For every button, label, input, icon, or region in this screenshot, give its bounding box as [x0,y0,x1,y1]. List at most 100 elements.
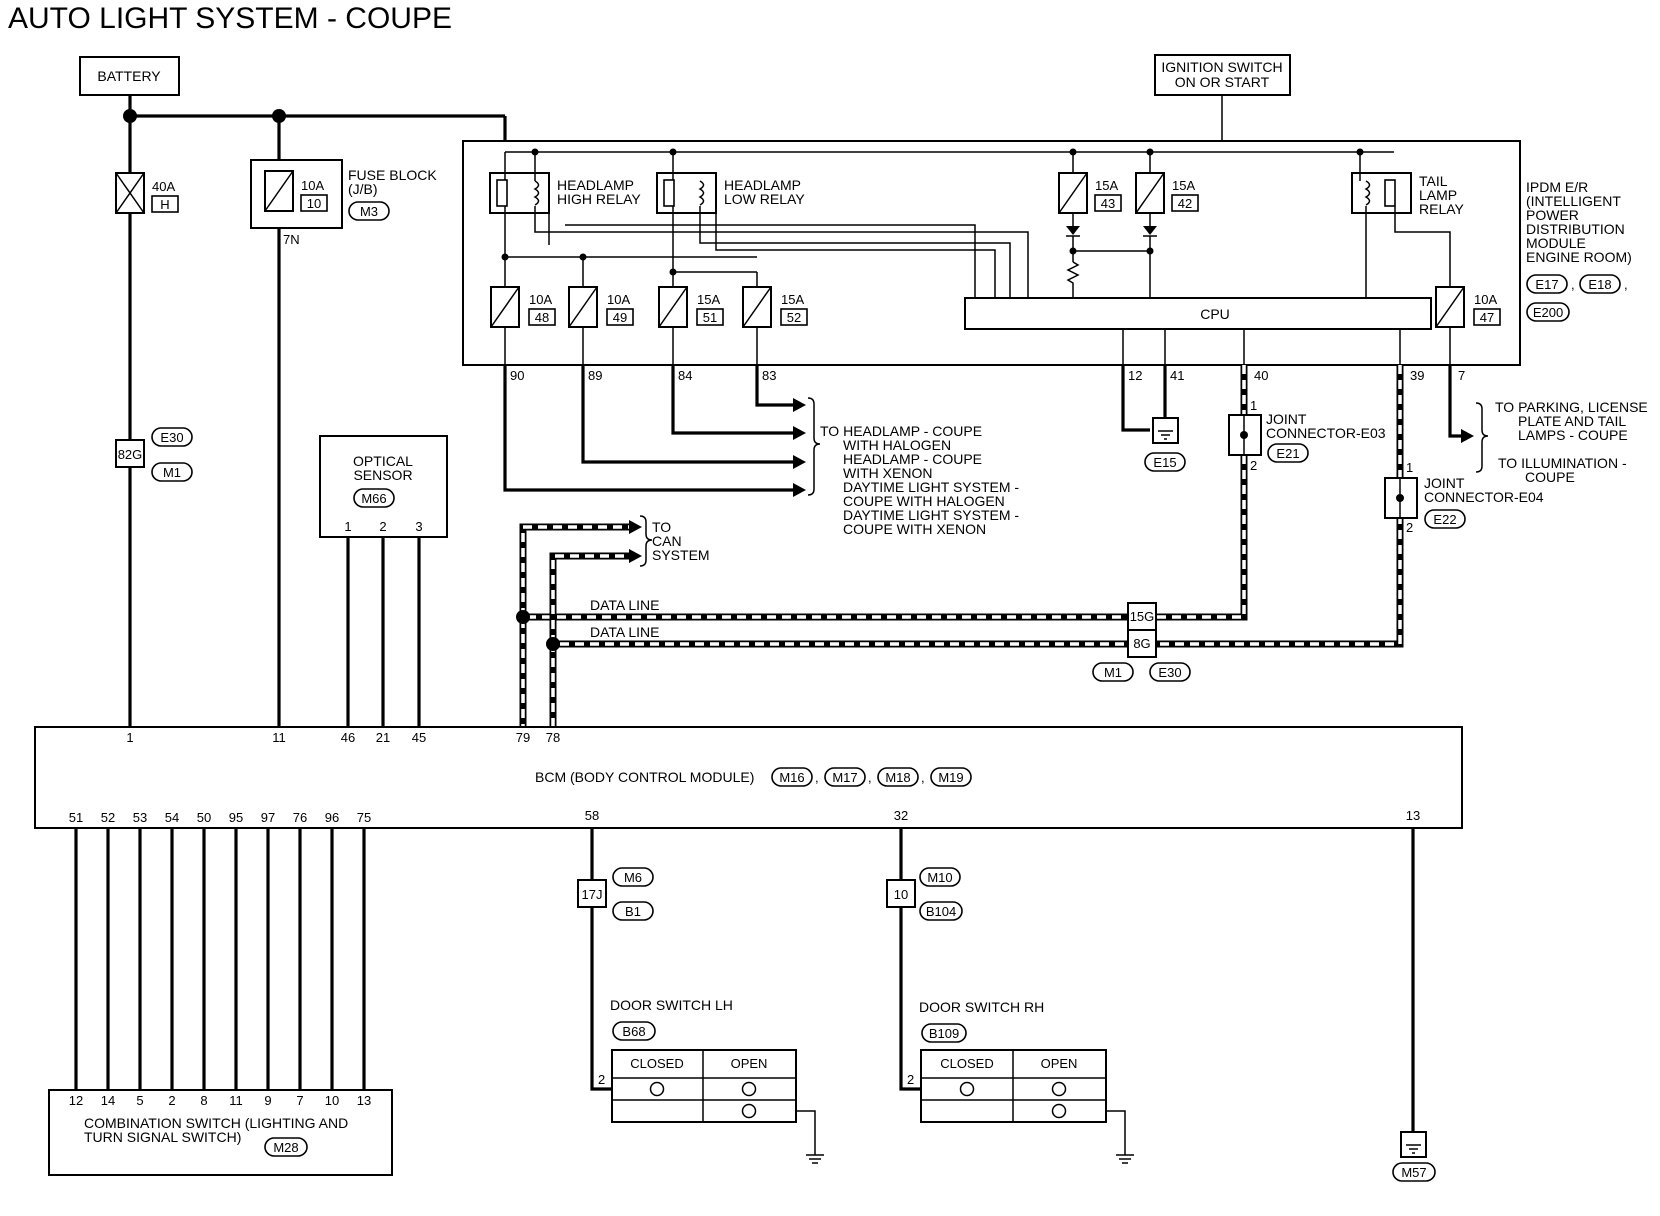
je04-conn: E22 [1433,512,1456,527]
je03-label-1: JOINT [1266,411,1307,427]
combo-pin-2: 2 [168,1093,175,1108]
combo-pin-10: 10 [325,1093,339,1108]
ipdm-pin-40: 40 [1254,368,1268,383]
data-line-label-1: DATA LINE [590,597,660,613]
bcm-pin-78: 78 [546,730,560,745]
optical-label-1: OPTICAL [353,453,413,469]
svg-text:,: , [815,770,819,785]
bcm-pin-51: 51 [69,810,83,825]
je03-pin-1: 1 [1250,398,1257,413]
jb-conn-m3: M3 [360,204,378,219]
fuse-48-id: 48 [535,310,549,325]
door-rh-conn: B109 [929,1026,959,1041]
fuse-42-id: 42 [1178,196,1192,211]
battery-label: BATTERY [97,68,161,84]
je04-label-2: CONNECTOR-E04 [1424,489,1544,505]
fuse-49-id: 49 [613,310,627,325]
bcm-module [34,726,1463,829]
diode-42 [1143,226,1157,235]
low-relay-label-1: HEADLAMP [724,177,801,193]
bcm-label: BCM (BODY CONTROL MODULE) [535,769,754,785]
bcm-pin-13: 13 [1406,808,1420,823]
optical-pin-3: 3 [415,519,422,534]
svg-text:,: , [1571,277,1575,292]
data-line-label-2: DATA LINE [590,624,660,640]
combo-conn-m28: M28 [273,1140,298,1155]
park-target-5: COUPE [1525,469,1575,485]
diode-43 [1066,226,1080,235]
je04-pin-2: 2 [1406,520,1413,535]
fuse-40a-id: H [160,197,169,212]
ipdm-conn-e18: E18 [1588,277,1611,292]
headlamp-high-relay [489,172,550,214]
door-lh-open: OPEN [731,1056,768,1071]
inline-connector-8g [1127,629,1157,658]
inline-82g-pin: 82G [118,447,143,462]
optical-label-2: SENSOR [353,467,412,483]
inline-lh-conn-m6: M6 [624,870,642,885]
low-relay-label-2: LOW RELAY [724,191,805,207]
inline-17j-pin: 17J [582,887,603,902]
combo-pin-14: 14 [101,1093,115,1108]
svg-text:,: , [1624,277,1628,292]
combo-pin-7: 7 [296,1093,303,1108]
bcm-pin-21: 21 [376,730,390,745]
fuse-51-id: 51 [703,310,717,325]
park-target-3: LAMPS - COUPE [1518,427,1628,443]
bcm-pin-97: 97 [261,810,275,825]
je03-conn: E21 [1276,446,1299,461]
resistor [1066,261,1080,298]
hl-target-1: TO HEADLAMP - COUPE [820,423,982,439]
je04-pin-1: 1 [1406,460,1413,475]
ipdm-pin-90: 90 [510,368,524,383]
hl-target-8: COUPE WITH XENON [843,521,986,537]
combo-pin-13: 13 [357,1093,371,1108]
door-rh-label: DOOR SWITCH RH [919,999,1044,1015]
ipdm-conn-e200: E200 [1533,305,1563,320]
fuse-49-rating: 10A [607,292,630,307]
ipdm-label-4: DISTRIBUTION [1526,221,1625,237]
bcm-pin-32: 32 [894,808,908,823]
hl-target-3: HEADLAMP - COUPE [843,451,982,467]
ipdm-conn-e17: E17 [1535,277,1558,292]
door-lh-pin: 2 [598,1072,605,1087]
fuse-43-rating: 15A [1095,178,1118,193]
door-rh-pin: 2 [907,1072,914,1087]
can-target-2: CAN [652,533,682,549]
park-target-4: TO ILLUMINATION - [1498,455,1627,471]
ipdm-label-5: MODULE [1526,235,1586,251]
bcm-pin-95: 95 [229,810,243,825]
door-switch-lh-table [611,1049,797,1123]
ipdm-pin-7: 7 [1458,368,1465,383]
inline-connector-10 [886,879,916,908]
bcm-pin-54: 54 [165,810,179,825]
ipdm-label-6: ENGINE ROOM) [1526,249,1632,265]
bcm-pin-1: 1 [126,730,133,745]
ipdm-pin-41: 41 [1170,368,1184,383]
park-target-1: TO PARKING, LICENSE [1495,399,1648,415]
fuse-51-rating: 15A [697,292,720,307]
ipdm-pin-39: 39 [1410,368,1424,383]
high-relay-label-2: HIGH RELAY [557,191,641,207]
inline-data-conn-m1: M1 [1104,665,1122,680]
ipdm-pin-84: 84 [678,368,692,383]
fuse-52-id: 52 [787,310,801,325]
can-target-3: SYSTEM [652,547,710,563]
bcm-conn-m16: M16 [779,770,804,785]
fuse-47-id: 47 [1480,310,1494,325]
fuse-52-rating: 15A [781,292,804,307]
ipdm-cpu [964,297,1432,330]
bcm-pin-79: 79 [516,730,530,745]
je03-pin-2: 2 [1250,458,1257,473]
bcm-conn-m19: M19 [938,770,963,785]
jb-fuse-id: 10 [307,196,321,211]
inline-rh-conn-m10: M10 [927,870,952,885]
ipdm-pin-12: 12 [1128,368,1142,383]
combo-label-1: COMBINATION SWITCH (LIGHTING AND [84,1115,348,1131]
optical-pin-1: 1 [344,519,351,534]
hl-target-5: DAYTIME LIGHT SYSTEM - [843,479,1019,495]
optical-pin-2: 2 [379,519,386,534]
bcm-conn-m18: M18 [885,770,910,785]
ipdm-label-1: IPDM E/R [1526,179,1588,195]
